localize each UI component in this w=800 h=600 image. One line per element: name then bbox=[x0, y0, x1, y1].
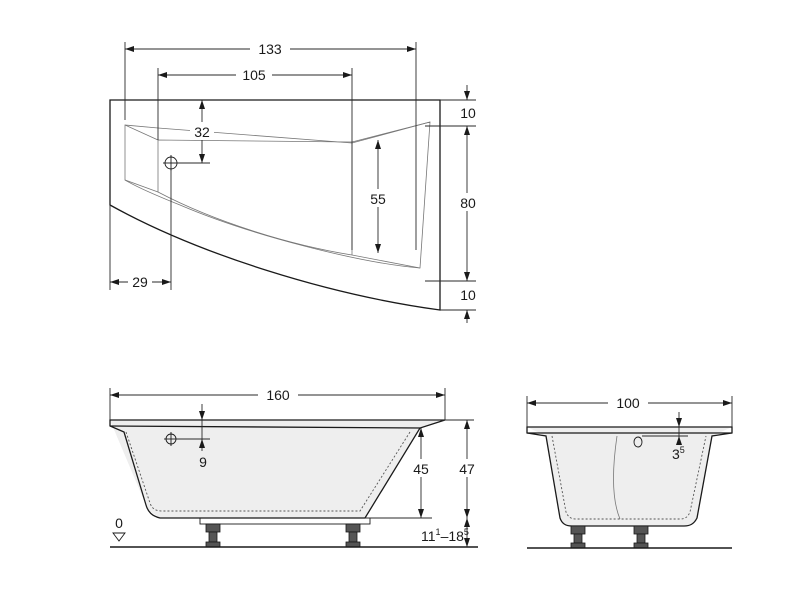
dim-3-5-label: 35 bbox=[672, 445, 685, 462]
side-foot-right bbox=[345, 523, 361, 548]
dim-10-bottom-label: 10 bbox=[460, 287, 476, 303]
dim-105-label: 105 bbox=[242, 67, 266, 83]
dim-55-label: 55 bbox=[370, 191, 386, 207]
end-view-inner bbox=[551, 435, 707, 520]
support-frame bbox=[199, 517, 371, 525]
side-foot-left bbox=[205, 523, 221, 548]
dim-10-top-label: 10 bbox=[460, 105, 476, 121]
top-view-outline bbox=[109, 99, 441, 311]
dim-80-label: 80 bbox=[460, 195, 476, 211]
level-marker-icon bbox=[112, 532, 126, 542]
dim-160-label: 160 bbox=[266, 387, 290, 403]
top-view-basin-floor bbox=[157, 139, 353, 256]
end-view-outline bbox=[526, 426, 733, 527]
end-overflow-icon bbox=[633, 436, 643, 448]
dim-29-label: 29 bbox=[132, 274, 148, 290]
dim-47-label: 47 bbox=[459, 461, 475, 477]
dim-9-label: 9 bbox=[199, 454, 207, 470]
side-view-body bbox=[110, 420, 445, 518]
side-view-outline bbox=[109, 419, 446, 519]
top-view: 133 105 32 55 80 10 bbox=[109, 40, 481, 323]
side-view: 0 160 9 45 47 111–185 bbox=[109, 386, 480, 548]
dim-45-label: 45 bbox=[413, 461, 429, 477]
end-view: 100 35 bbox=[526, 394, 733, 549]
dim-133-label: 133 bbox=[258, 41, 282, 57]
dim-100-label: 100 bbox=[616, 395, 640, 411]
end-foot-left bbox=[570, 525, 586, 549]
end-foot-right bbox=[633, 525, 649, 549]
end-view-body bbox=[527, 427, 732, 526]
dim-32-label: 32 bbox=[194, 124, 210, 140]
top-view-basin bbox=[124, 121, 431, 269]
level-zero-label: 0 bbox=[115, 515, 123, 531]
feet-adjust-label: 111–185 bbox=[421, 527, 469, 544]
